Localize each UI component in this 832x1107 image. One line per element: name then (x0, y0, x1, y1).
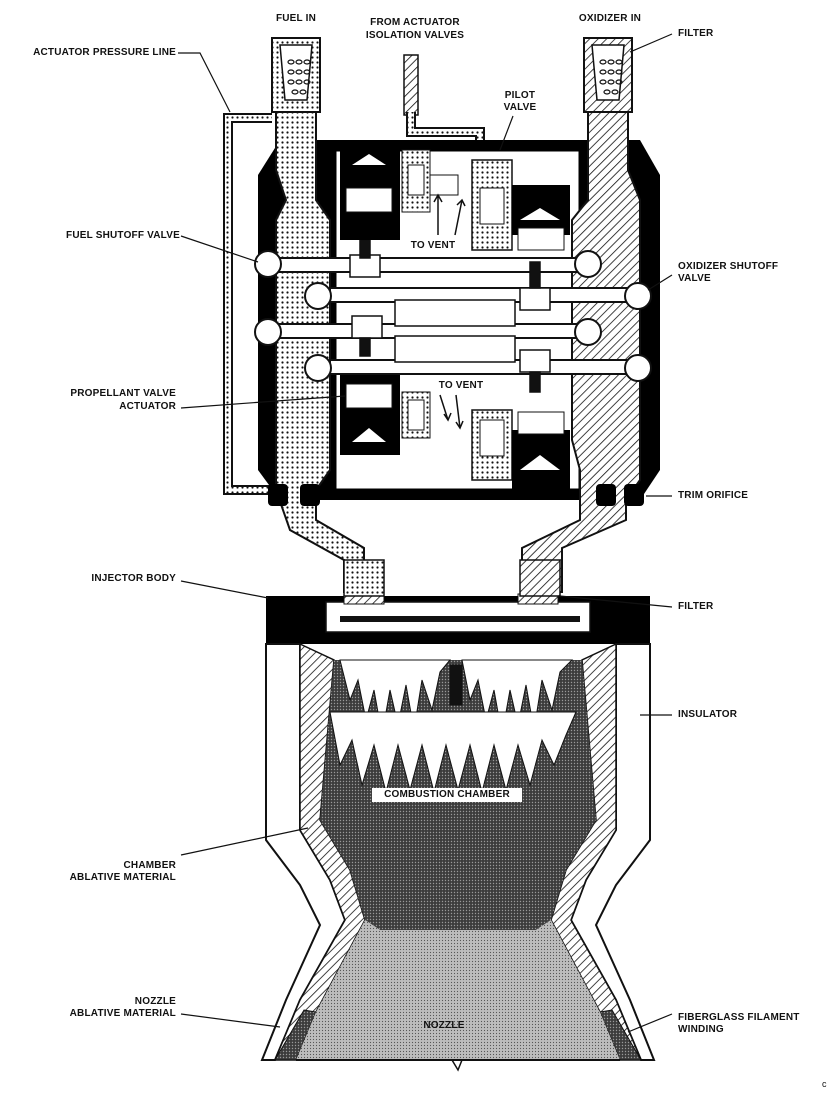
insulator-label: INSULATOR (678, 709, 738, 720)
fuel-inlet (271, 37, 321, 113)
corner-mark: c (822, 1079, 827, 1089)
actuator-pressure-line-pipe (223, 113, 272, 495)
oxidizer-in-label: OXIDIZER IN (578, 13, 642, 24)
oxidizer-filter-icon (599, 59, 623, 95)
pilot-valve-label-line1: PILOT (504, 90, 536, 101)
actuator-pressure-line-label: ACTUATOR PRESSURE LINE (33, 47, 176, 58)
chamber-ablative-label-line1: CHAMBER (123, 860, 176, 871)
filter-bottom-label: FILTER (678, 601, 714, 612)
fuel-in-label: FUEL IN (275, 13, 317, 24)
vent-arrows (433, 193, 466, 430)
oxidizer-shutoff-label-line2: VALVE (678, 273, 711, 284)
leader-lines (178, 33, 673, 1033)
lower-pilot-block (471, 409, 570, 490)
injector-body (266, 593, 650, 644)
propellant-valve-actuator-label-line2: ACTUATOR (119, 401, 176, 412)
fuel-filter-icon (287, 59, 311, 95)
fiberglass-winding-label-line2: WINDING (678, 1024, 724, 1035)
from-actuator-label-line2: ISOLATION VALVES (365, 30, 465, 41)
lower-propellant-actuator (340, 375, 431, 455)
fuel-shutoff-valve-label: FUEL SHUTOFF VALVE (66, 230, 180, 241)
chamber-ablative-label-line2: ABLATIVE MATERIAL (69, 872, 176, 883)
oxidizer-inlet (583, 37, 633, 113)
propellant-valve-actuator-label-line1: PROPELLANT VALVE (70, 388, 176, 399)
pilot-valve-label-line2: VALVE (503, 102, 537, 113)
injector-body-label: INJECTOR BODY (91, 573, 176, 584)
trim-orifice-label: TRIM ORIFICE (678, 490, 749, 501)
to-vent-upper-label: TO VENT (408, 240, 458, 252)
nozzle-ablative-label-line1: NOZZLE (134, 996, 176, 1007)
nozzle-ablative-label-line2: ABLATIVE MATERIAL (69, 1008, 176, 1019)
pilot-valve (471, 159, 570, 251)
injector-spray (329, 659, 577, 793)
oxidizer-shutoff-label-line1: OXIDIZER SHUTOFF (678, 261, 779, 272)
oxidizer-shutoff-valve-parts (519, 261, 551, 393)
chamber-wall-right (550, 642, 656, 1061)
upper-propellant-actuator (340, 149, 459, 240)
from-actuator-label-line1: FROM ACTUATOR (370, 17, 460, 28)
valve-ball-icons (254, 250, 652, 382)
fiberglass-winding-label-line1: FIBERGLASS FILAMENT (678, 1012, 800, 1023)
combustion-chamber-label: COMBUSTION CHAMBER (372, 788, 522, 802)
trim-orifices (268, 484, 644, 506)
fuel-shutoff-valve-parts (349, 239, 383, 357)
feed-tubes (343, 559, 561, 597)
filter-top-label: FILTER (678, 28, 714, 39)
nozzle-label: NOZZLE (423, 1020, 465, 1031)
nozzle (296, 920, 620, 1072)
to-vent-lower-label: TO VENT (436, 380, 486, 392)
